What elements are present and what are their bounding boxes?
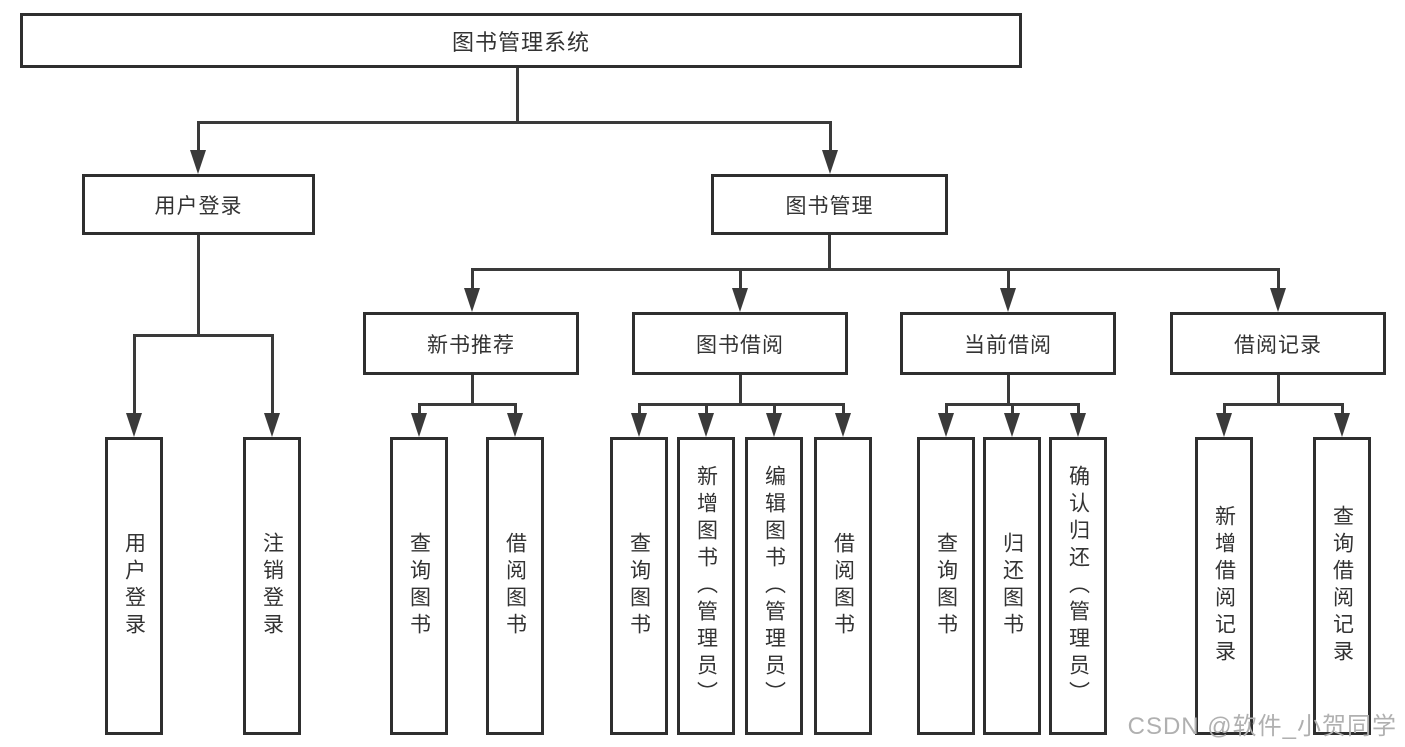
connector-line (516, 68, 519, 124)
arrowhead-down-icon (1334, 413, 1350, 437)
node-user-login: 用户登录 (82, 174, 315, 235)
leaf-return-books: 归还图书 (983, 437, 1041, 735)
connector-line (1007, 375, 1010, 406)
connector-line (739, 268, 742, 290)
node-current-borrow: 当前借阅 (900, 312, 1116, 375)
arrowhead-down-icon (464, 288, 480, 312)
connector-line (945, 403, 948, 415)
node-book-management: 图书管理 (711, 174, 948, 235)
arrowhead-down-icon (411, 413, 427, 437)
connector-line (1277, 268, 1280, 290)
connector-line (638, 403, 845, 406)
leaf-edit-books-admin: 编辑图书（管理员） (745, 437, 803, 735)
arrowhead-down-icon (631, 413, 647, 437)
connector-line (739, 375, 742, 406)
connector-line (418, 403, 421, 415)
connector-line (638, 403, 641, 415)
connector-line (471, 375, 474, 406)
connector-line (1077, 403, 1080, 415)
connector-line (1223, 403, 1343, 406)
arrowhead-down-icon (1070, 413, 1086, 437)
arrowhead-down-icon (822, 150, 838, 174)
arrowhead-down-icon (190, 150, 206, 174)
connector-line (1007, 268, 1010, 290)
arrowhead-down-icon (698, 413, 714, 437)
connector-line (197, 121, 200, 152)
arrowhead-down-icon (126, 413, 142, 437)
arrowhead-down-icon (1270, 288, 1286, 312)
connector-line (705, 403, 708, 415)
leaf-recommend-query-books: 查询图书 (390, 437, 448, 735)
connector-line (471, 268, 1279, 271)
arrowhead-down-icon (1216, 413, 1232, 437)
node-book-borrow: 图书借阅 (632, 312, 848, 375)
leaf-query-borrow-record: 查询借阅记录 (1313, 437, 1371, 735)
connector-line (1341, 403, 1344, 415)
leaf-current-query-books: 查询图书 (917, 437, 975, 735)
connector-line (842, 403, 845, 415)
leaf-confirm-return-admin: 确认归还（管理员） (1049, 437, 1107, 735)
arrowhead-down-icon (732, 288, 748, 312)
watermark: CSDN @软件_小贺同学 (1127, 713, 1397, 740)
leaf-user-login: 用户登录 (105, 437, 163, 735)
connector-line (1011, 403, 1014, 415)
leaf-add-borrow-record: 新增借阅记录 (1195, 437, 1253, 735)
arrowhead-down-icon (766, 413, 782, 437)
connector-line (271, 334, 274, 415)
connector-line (133, 334, 136, 415)
leaf-borrow-query-books: 查询图书 (610, 437, 668, 735)
connector-line (1277, 375, 1280, 406)
connector-line (1223, 403, 1226, 415)
connector-line (471, 268, 474, 290)
node-borrow-records: 借阅记录 (1170, 312, 1386, 375)
leaf-recommend-borrow-books: 借阅图书 (486, 437, 544, 735)
arrowhead-down-icon (835, 413, 851, 437)
connector-line (418, 403, 516, 406)
connector-line (828, 235, 831, 271)
arrowhead-down-icon (938, 413, 954, 437)
node-new-book-recommend: 新书推荐 (363, 312, 579, 375)
connector-line (514, 403, 517, 415)
connector-line (829, 121, 832, 152)
node-root: 图书管理系统 (20, 13, 1022, 68)
arrowhead-down-icon (264, 413, 280, 437)
leaf-borrow-books: 借阅图书 (814, 437, 872, 735)
arrowhead-down-icon (1000, 288, 1016, 312)
connector-line (773, 403, 776, 415)
arrowhead-down-icon (507, 413, 523, 437)
connector-line (133, 334, 273, 337)
connector-line (197, 121, 832, 124)
arrowhead-down-icon (1004, 413, 1020, 437)
leaf-logout: 注销登录 (243, 437, 301, 735)
connector-line (197, 235, 200, 336)
leaf-add-books-admin: 新增图书（管理员） (677, 437, 735, 735)
